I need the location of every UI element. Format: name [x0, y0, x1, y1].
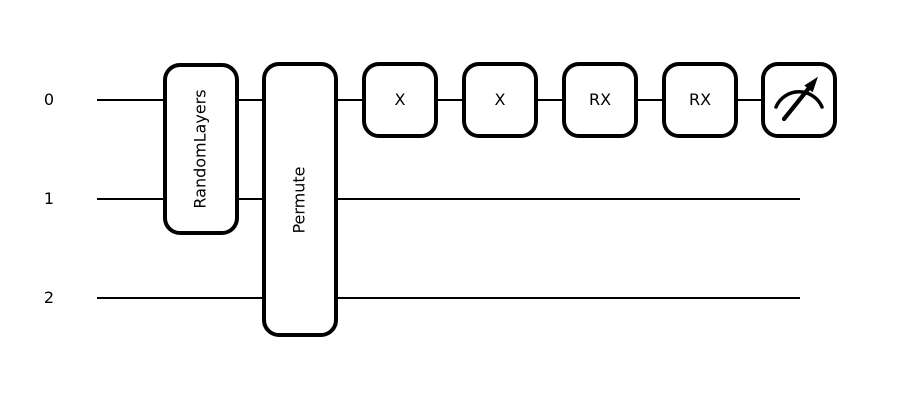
wire-line-1	[97, 198, 800, 200]
gauge-arrow-icon	[774, 76, 824, 122]
gate-randomlayers-label: RandomLayers	[191, 89, 210, 209]
wire-label-2: 2	[43, 288, 55, 307]
gate-x-1-label: X	[394, 90, 406, 109]
gate-x-2-box: X	[462, 62, 538, 138]
measurement-box	[761, 62, 837, 138]
wire-line-2	[97, 297, 800, 299]
gate-x-1-box: X	[362, 62, 438, 138]
gate-rx-1-box: RX	[562, 62, 638, 138]
gate-rx-2-box: RX	[662, 62, 738, 138]
gate-permute-box: Permute	[262, 62, 338, 337]
gate-permute-label: Permute	[290, 165, 309, 234]
gate-rx-2-label: RX	[688, 90, 712, 109]
wire-label-0: 0	[43, 90, 55, 109]
gate-randomlayers-box: RandomLayers	[163, 63, 239, 235]
wire-label-1: 1	[43, 189, 55, 208]
gate-x-2-label: X	[494, 90, 506, 109]
gate-rx-1-label: RX	[588, 90, 612, 109]
